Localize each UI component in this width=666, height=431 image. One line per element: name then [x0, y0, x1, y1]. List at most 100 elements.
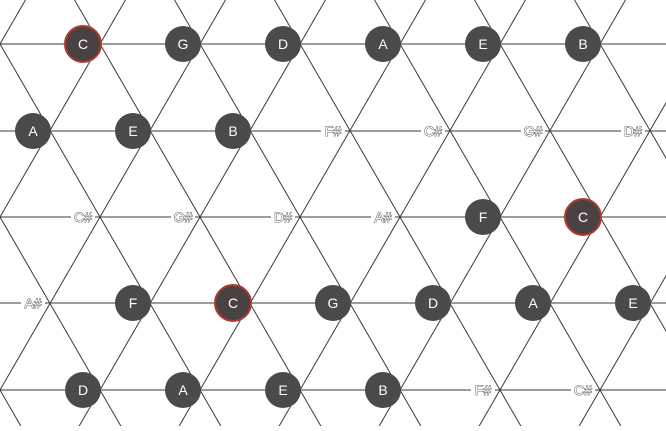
note-node-b[interactable]: B [215, 113, 251, 149]
note-node-g[interactable]: G [165, 26, 201, 62]
note-label: A [378, 36, 388, 52]
note-label: A [178, 382, 188, 398]
note-circle [165, 372, 201, 408]
note-label: A# [374, 209, 391, 225]
note-node-c-sharp[interactable]: C# [421, 123, 445, 139]
note-label: D [78, 382, 88, 398]
note-label-backdrop [371, 209, 395, 225]
note-circle [615, 285, 651, 321]
lattice-diagonal-line [378, 0, 626, 427]
note-circle [365, 26, 401, 62]
note-circle [15, 113, 51, 149]
note-node-c-sharp[interactable]: C# [71, 209, 95, 225]
note-node-g-sharp[interactable]: G# [171, 209, 195, 225]
note-label: C [228, 295, 238, 311]
lattice-diagonal-line [0, 389, 22, 427]
note-label-backdrop [271, 209, 295, 225]
note-node-b[interactable]: B [365, 372, 401, 408]
note-node-f[interactable]: F [465, 199, 501, 235]
note-label: A# [24, 295, 41, 311]
note-circle [365, 372, 401, 408]
note-node-d-sharp[interactable]: D# [271, 209, 295, 225]
note-circle [415, 285, 451, 321]
note-node-d[interactable]: D [265, 26, 301, 62]
note-circle [465, 26, 501, 62]
note-label: D# [274, 209, 292, 225]
note-node-g[interactable]: G [315, 285, 351, 321]
note-node-a[interactable]: A [165, 372, 201, 408]
note-label: G# [524, 123, 543, 139]
note-label: B [228, 123, 237, 139]
note-label: A [28, 123, 38, 139]
note-label: B [378, 382, 387, 398]
note-circle [265, 26, 301, 62]
note-circle [565, 26, 601, 62]
root-note-circle [64, 25, 102, 63]
lattice-diagonal-line [0, 43, 222, 427]
note-label-backdrop [421, 123, 445, 139]
note-label: G [178, 36, 189, 52]
note-label: F# [475, 382, 492, 398]
lattice-diagonal-line [274, 0, 522, 427]
note-label-backdrop [621, 123, 645, 139]
note-circle [465, 199, 501, 235]
lattice-diagonal-line [78, 0, 326, 427]
note-nodes: C G D A E B A E B F# C# G# D# C# G# D# A# F C A# F C G D A E D A E B F… [15, 25, 651, 408]
note-node-d[interactable]: D [415, 285, 451, 321]
note-label: E [628, 295, 637, 311]
note-node-a[interactable]: A [515, 285, 551, 321]
note-node-b[interactable]: B [565, 26, 601, 62]
note-node-c[interactable]: C [214, 284, 252, 322]
note-node-a-sharp[interactable]: A# [371, 209, 395, 225]
note-node-f[interactable]: F [115, 285, 151, 321]
note-node-e[interactable]: E [265, 372, 301, 408]
note-label: D# [624, 123, 642, 139]
note-label: E [478, 36, 487, 52]
note-node-c-sharp[interactable]: C# [571, 382, 595, 398]
note-circle [65, 372, 101, 408]
note-label: D [428, 295, 438, 311]
note-node-g-sharp[interactable]: G# [521, 123, 545, 139]
lattice-diagonal-line [74, 0, 322, 427]
note-label-backdrop [571, 382, 595, 398]
root-note-circle [564, 198, 602, 236]
note-label: F# [325, 123, 342, 139]
note-label-backdrop [71, 209, 95, 225]
note-label: E [278, 382, 287, 398]
note-node-f-sharp[interactable]: F# [471, 382, 495, 398]
note-label: C# [74, 209, 92, 225]
note-node-e[interactable]: E [615, 285, 651, 321]
note-node-c[interactable]: C [564, 198, 602, 236]
note-node-a[interactable]: A [365, 26, 401, 62]
note-label: A [528, 295, 538, 311]
note-node-d-sharp[interactable]: D# [621, 123, 645, 139]
note-label: E [128, 123, 137, 139]
note-node-e[interactable]: E [465, 26, 501, 62]
note-label: C [578, 209, 588, 225]
note-circle [115, 285, 151, 321]
note-circle [215, 113, 251, 149]
note-label: C# [574, 382, 592, 398]
lattice-diagonal-line [174, 0, 422, 427]
note-node-e[interactable]: E [115, 113, 151, 149]
note-circle [115, 113, 151, 149]
note-circle [265, 372, 301, 408]
note-node-d[interactable]: D [65, 372, 101, 408]
lattice-diagonal-line [578, 274, 666, 427]
lattice-diagonal-line [0, 0, 126, 218]
note-label-backdrop [521, 123, 545, 139]
lattice-diagonal-line [478, 101, 666, 427]
note-circle [515, 285, 551, 321]
note-node-a[interactable]: A [15, 113, 51, 149]
lattice-diagonal-line [178, 0, 426, 427]
note-label: F [129, 295, 138, 311]
note-node-c[interactable]: C [64, 25, 102, 63]
note-label-backdrop [471, 382, 495, 398]
note-label: C# [424, 123, 442, 139]
lattice-diagonal-line [0, 216, 122, 427]
note-node-a-sharp[interactable]: A# [21, 295, 45, 311]
note-label: G [328, 295, 339, 311]
note-label: C [78, 36, 88, 52]
note-node-f-sharp[interactable]: F# [321, 123, 345, 139]
